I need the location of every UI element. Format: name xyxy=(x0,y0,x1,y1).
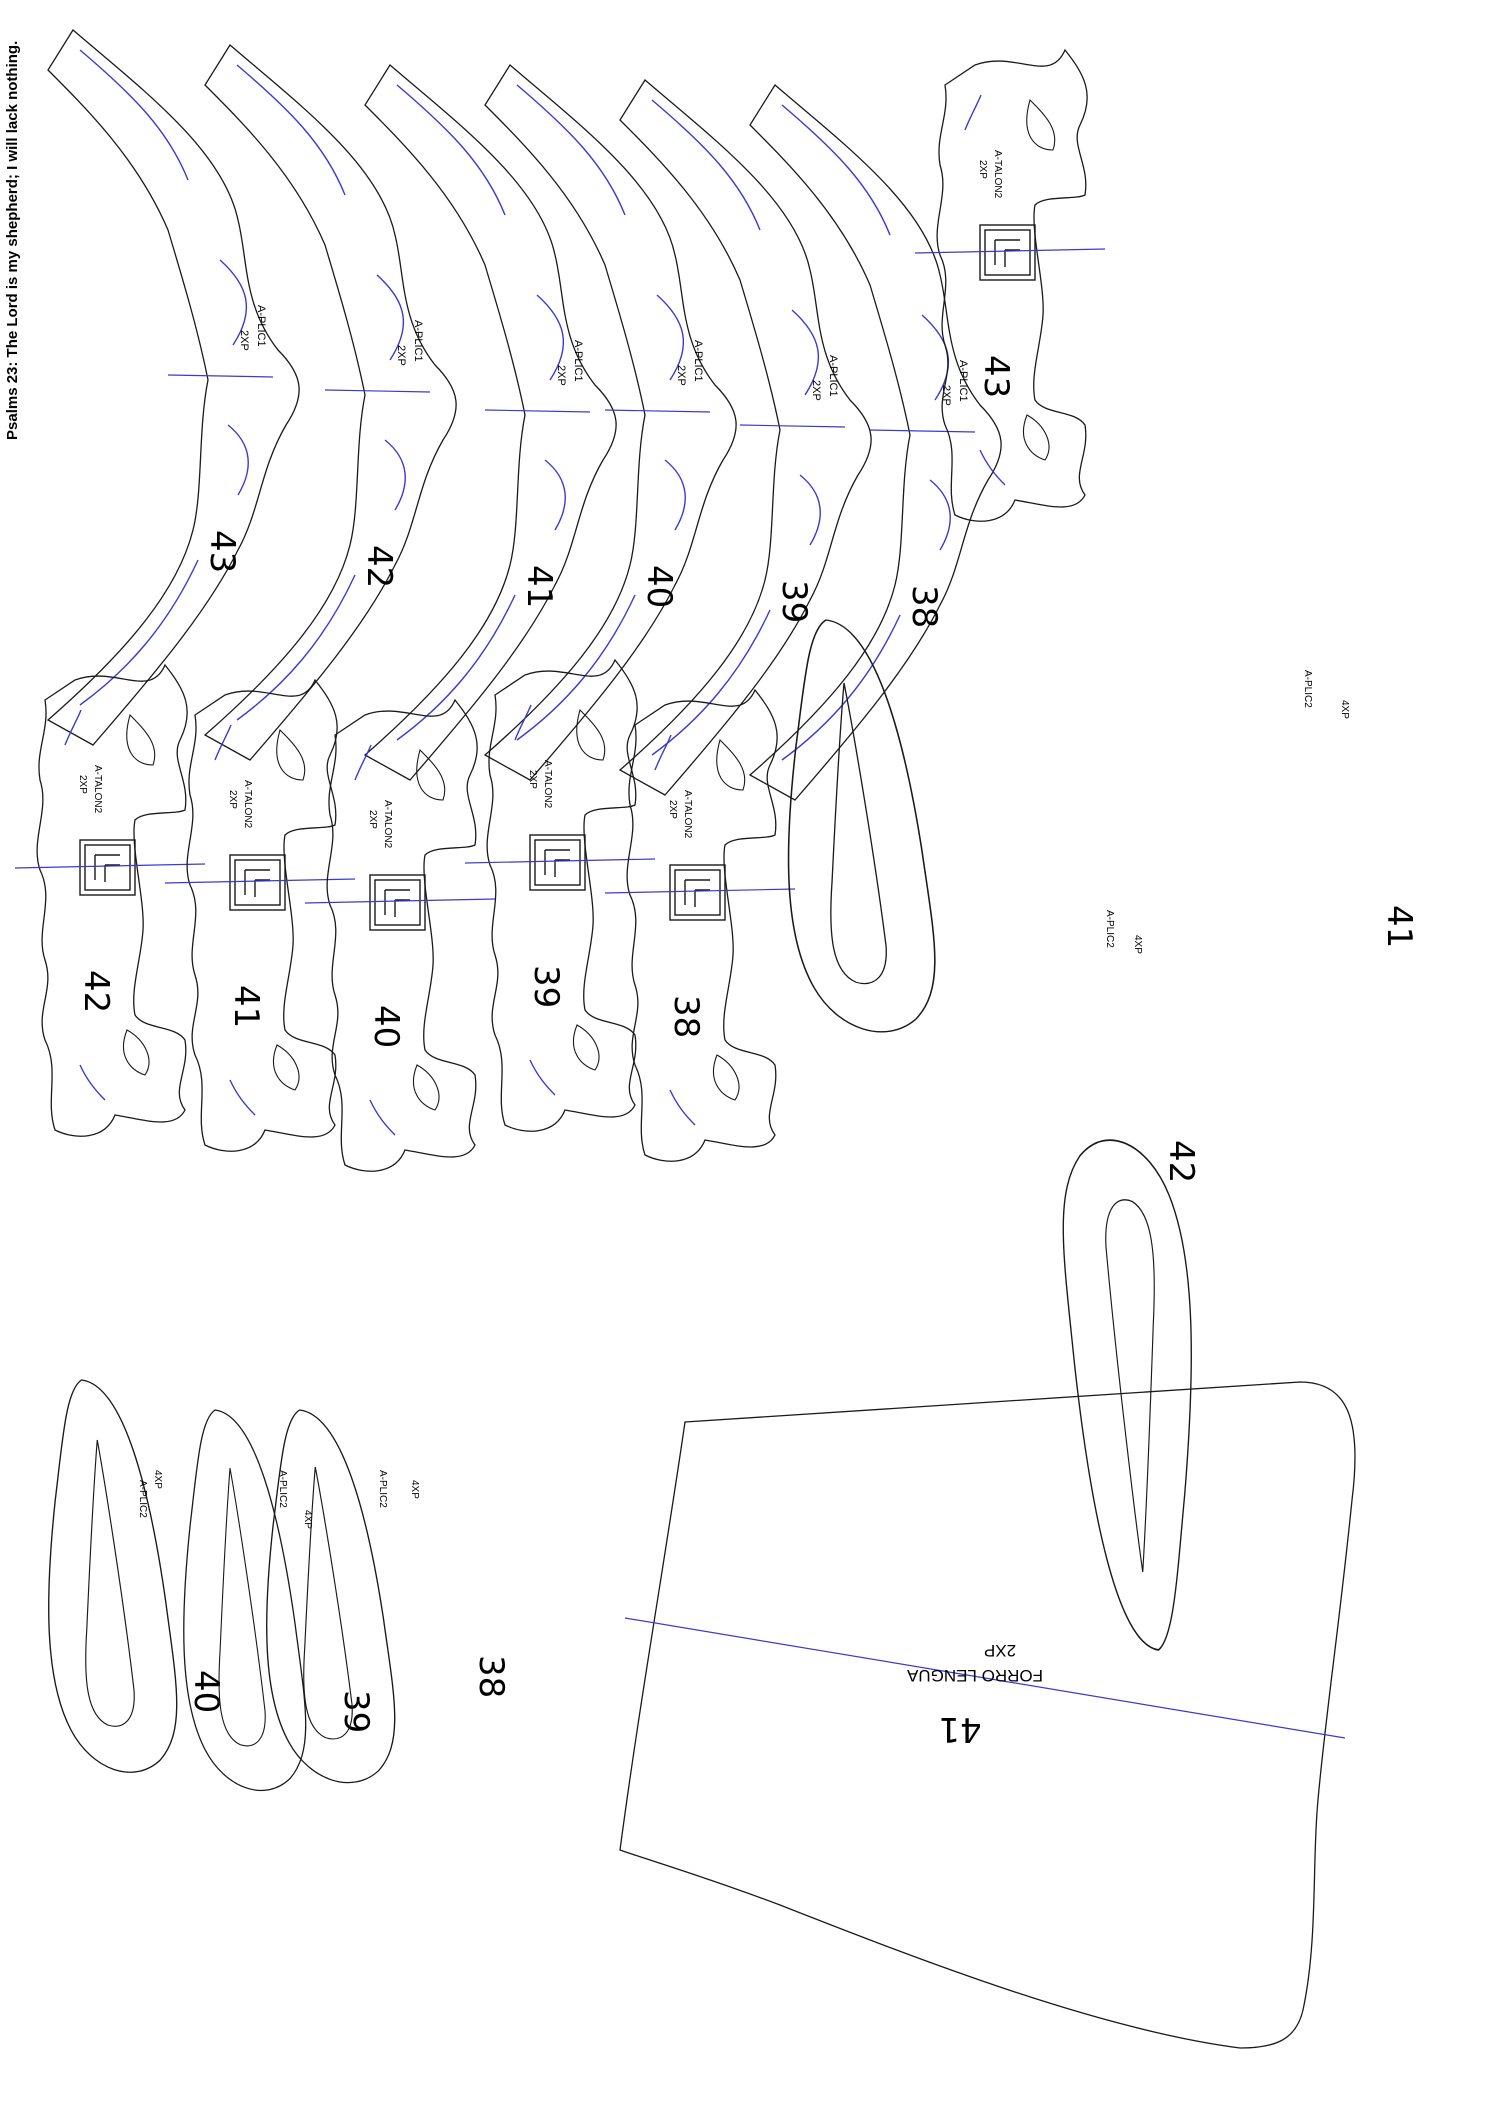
plic2-size-label: 38 xyxy=(471,1655,511,1698)
forro-qty: 2XP xyxy=(984,1641,1016,1660)
plic1-size-label: 43 xyxy=(202,530,242,573)
plic1-code: A-PLIC1 xyxy=(255,305,267,347)
plic1-piece-40: A-PLIC1 2XP 40 xyxy=(484,64,737,781)
plic1-size-label: 41 xyxy=(519,565,559,608)
plic1-piece-43: A-PLIC1 2XP 43 xyxy=(47,29,300,746)
plic1-qty: 2XP xyxy=(555,365,567,386)
talon2-code: A-TALON2 xyxy=(382,800,393,849)
plic1-size-label: 42 xyxy=(359,545,399,588)
talon2-code: A-TALON2 xyxy=(682,790,693,839)
plic2-piece-41 xyxy=(1062,1139,1193,1651)
talon2-qty: 2XP xyxy=(667,800,678,819)
talon2-qty: 2XP xyxy=(367,810,378,829)
plic2-qty: 4XP xyxy=(1339,700,1350,719)
plic2-size-label: 42 xyxy=(1161,1140,1201,1183)
plic1-qty: 2XP xyxy=(395,345,407,366)
plic1-code: A-PLIC1 xyxy=(957,360,969,402)
talon2-qty: 2XP xyxy=(527,770,538,789)
plic1-code: A-PLIC1 xyxy=(572,340,584,382)
plic2-piece-42 xyxy=(787,619,936,1033)
talon2-piece-39: A-TALON2 2XP 39 xyxy=(464,659,656,1132)
talon2-piece-41: A-TALON2 2XP 41 xyxy=(164,679,356,1152)
plic1-size-label: 38 xyxy=(904,585,944,628)
talon2-size-label: 42 xyxy=(76,970,116,1013)
plic1-qty: 2XP xyxy=(810,380,822,401)
plic1-code: A-PLIC1 xyxy=(827,355,839,397)
plic1-qty: 2XP xyxy=(238,330,250,351)
forro-title: FORRO LENGUA xyxy=(906,1666,1043,1685)
plic1-code: A-PLIC1 xyxy=(412,320,424,362)
plic1-code: A-PLIC1 xyxy=(692,340,704,382)
plic2-code: A-PLIC2 xyxy=(377,1470,388,1508)
plic1-piece-42: A-PLIC1 2XP 42 xyxy=(204,44,457,761)
talon2-qty: 2XP xyxy=(977,160,988,179)
plic2-qty: 4XP xyxy=(409,1480,420,1499)
talon2-code: A-TALON2 xyxy=(992,150,1003,199)
plic2-size-label: 41 xyxy=(1379,905,1419,948)
plic2-piece-40 xyxy=(48,1379,178,1773)
talon2-code: A-TALON2 xyxy=(242,780,253,829)
talon2-code: A-TALON2 xyxy=(542,760,553,809)
plic1-size-label: 39 xyxy=(774,580,814,623)
talon2-qty: 2XP xyxy=(227,790,238,809)
talon2-size-label: 39 xyxy=(526,965,566,1008)
plic2-code: A-PLIC2 xyxy=(137,1480,148,1518)
talon2-size-label: 41 xyxy=(226,985,266,1028)
plic2-piece-39 xyxy=(183,1409,307,1792)
talon2-size-label: 38 xyxy=(666,995,706,1038)
plic1-size-label: 40 xyxy=(639,565,679,608)
plic2-qty: 4XP xyxy=(1132,935,1143,954)
talon2-piece-43: A-TALON2 2XP 43 xyxy=(914,49,1106,522)
plic2-qty: 4XP xyxy=(152,1470,163,1489)
plic2-qty: 4XP xyxy=(302,1510,313,1529)
plic2-size-label: 39 xyxy=(336,1690,376,1733)
plic2-code: A-PLIC2 xyxy=(1104,910,1115,948)
plic2-code: A-PLIC2 xyxy=(277,1470,288,1508)
forro-lengua-piece: 2XP FORRO LENGUA 41 xyxy=(619,1381,1356,2049)
plic1-piece-41: A-PLIC1 2XP 41 xyxy=(364,64,617,781)
talon2-size-label: 40 xyxy=(366,1005,406,1048)
forro-size-label: 41 xyxy=(938,1709,981,1749)
talon2-piece-40: A-TALON2 2XP 40 xyxy=(304,699,496,1172)
plic1-piece-39: A-PLIC1 2XP 39 xyxy=(619,79,872,796)
talon2-piece-42: A-TALON2 2XP 42 xyxy=(14,664,206,1137)
plic1-piece-38: A-PLIC1 2XP 38 xyxy=(749,84,1002,801)
talon2-piece-38: A-TALON2 2XP 38 xyxy=(604,689,796,1162)
talon2-qty: 2XP xyxy=(77,775,88,794)
talon2-code: A-TALON2 xyxy=(92,765,103,814)
talon2-size-label: 43 xyxy=(976,355,1016,398)
plic2-code: A-PLIC2 xyxy=(1302,670,1313,708)
plic1-qty: 2XP xyxy=(675,365,687,386)
